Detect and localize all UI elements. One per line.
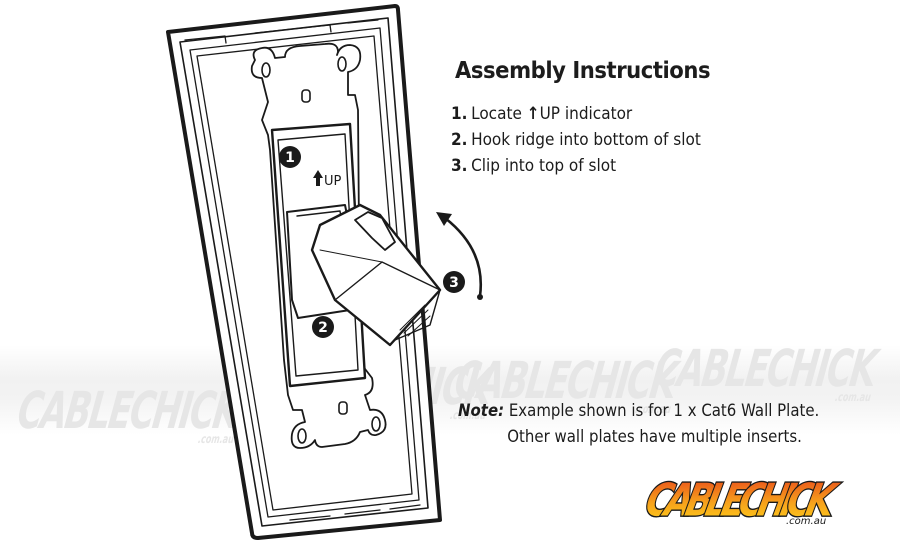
step-1: 1.Locate ↑UP indicator [451,104,633,124]
svg-text:CABLECHICK: CABLECHICK [641,474,843,526]
callout-2-icon: 2 [312,316,334,338]
callout-1-icon: 1 [279,146,301,168]
callout-3-icon: 3 [443,271,465,293]
instruction-steps: 1.Locate ↑UP indicator 2.Hook ridge into… [451,101,729,179]
svg-text:3: 3 [449,275,459,291]
svg-text:2: 2 [318,320,328,336]
step-2: 2.Hook ridge into bottom of slot [451,130,701,150]
svg-text:.com.au: .com.au [786,516,826,527]
watermark-band [0,345,900,435]
instructions-title: Assembly Instructions [455,58,711,84]
up-arrow-icon [313,170,323,186]
note-label: Note: [458,401,505,421]
up-arrow-icon: ↑ [526,104,540,124]
note-text: Note: Example shown is for 1 x Cat6 Wall… [458,401,820,447]
svg-text:UP: UP [324,174,342,189]
step-3: 3.Clip into top of slot [451,156,617,176]
svg-text:1: 1 [285,150,295,166]
cablechick-logo: CABLECHICK .com.au [640,473,844,528]
